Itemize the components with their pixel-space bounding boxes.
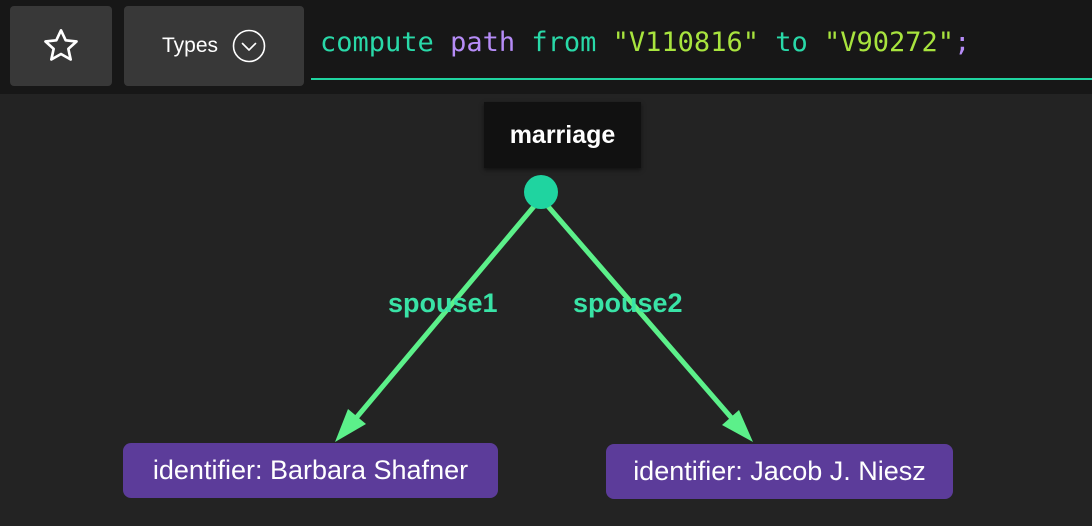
types-dropdown-button[interactable]: Types bbox=[124, 6, 304, 86]
edge-spouse1-line bbox=[343, 201, 539, 433]
toolbar: Types compute path from "V110816" to "V9… bbox=[0, 0, 1092, 94]
query-keyword-to: to bbox=[775, 27, 808, 58]
entity-node-jacob-niesz[interactable]: identifier: Jacob J. Niesz bbox=[606, 444, 953, 499]
entity-node-barbara-shafner[interactable]: identifier: Barbara Shafner bbox=[123, 443, 498, 498]
query-keyword-path: path bbox=[450, 27, 516, 58]
query-input[interactable]: compute path from "V110816" to "V90272"; bbox=[311, 6, 1092, 80]
query-keyword-from: from bbox=[531, 27, 597, 58]
edge-label-spouse2: spouse2 bbox=[573, 288, 683, 318]
chevron-down-circle-icon bbox=[232, 29, 266, 63]
query-keyword-compute: compute bbox=[320, 27, 434, 58]
query-target-id: "V90272" bbox=[824, 27, 955, 58]
graph-edges bbox=[335, 175, 753, 442]
relation-type-label: marriage bbox=[484, 102, 641, 168]
favorite-button[interactable] bbox=[10, 6, 112, 86]
query-source-id: "V110816" bbox=[612, 27, 759, 58]
query-terminator: ; bbox=[954, 27, 971, 58]
edge-label-spouse1: spouse1 bbox=[388, 288, 498, 318]
types-label: Types bbox=[161, 34, 219, 57]
graph-canvas[interactable]: marriage spouse1 spouse2 identifier: Bar… bbox=[0, 94, 1092, 526]
star-icon bbox=[44, 29, 78, 61]
edge-spouse2-line bbox=[543, 201, 745, 433]
relation-node[interactable] bbox=[524, 175, 558, 209]
edge-spouse1-arrowhead bbox=[335, 409, 366, 442]
edge-spouse2-arrowhead bbox=[722, 410, 753, 442]
